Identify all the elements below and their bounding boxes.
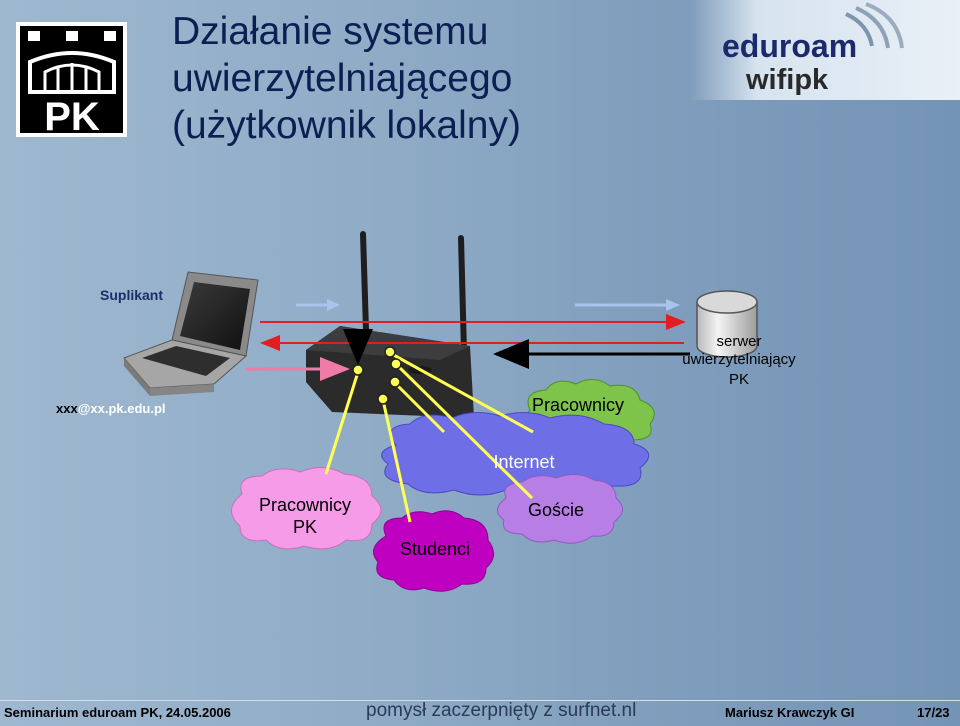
- wifipk-text: wifipk: [745, 64, 829, 96]
- network-links: [324, 346, 534, 523]
- logo-background: [690, 0, 960, 100]
- cloud-studenci: [373, 510, 494, 592]
- pk-logo: PK: [16, 22, 127, 139]
- pk-logo-text: PK: [44, 95, 100, 139]
- cloud-pracownicy-pk-label-line1: Pracownicy: [259, 495, 351, 515]
- cloud-studenci-label: Studenci: [400, 539, 470, 559]
- eduroam-logo: eduroam wifipk: [722, 2, 904, 96]
- cloud-goscie-label: Goście: [528, 500, 584, 520]
- network-diagram: PK eduroam wifipk: [16, 2, 904, 592]
- footer-page-number: 17/23: [917, 705, 950, 720]
- cloud-internet: [381, 412, 650, 496]
- cloud-pracownicy-pk: [231, 467, 382, 550]
- footer-seminar-info: Seminarium eduroam PK, 24.05.2006: [4, 705, 231, 720]
- cloud-pracownicy-top-label: Pracownicy: [532, 395, 624, 415]
- footer-source-note: pomysł zaczerpnięty z surfnet.nl: [366, 700, 637, 721]
- cloud-goscie: [497, 474, 623, 544]
- router-icon: [306, 231, 474, 418]
- laptop-icon: [123, 271, 259, 396]
- server-label-line3: PK: [729, 371, 749, 388]
- eduroam-text: eduroam: [722, 28, 857, 64]
- server-label-line1: serwer: [716, 333, 761, 350]
- slide-footer: Seminarium eduroam PK, 24.05.2006 pomysł…: [0, 700, 960, 726]
- database-server-icon: [696, 290, 758, 358]
- cloud-internet-label: Internet: [493, 452, 554, 472]
- footer-author: Mariusz Krawczyk GI: [725, 705, 855, 720]
- slide-title: Działanie systemu uwierzytelniającego (u…: [172, 10, 521, 147]
- user-id-label: xxx@xx.pk.edu.pl: [56, 401, 166, 416]
- supplicant-label: Suplikant: [100, 287, 163, 303]
- footer-divider: [0, 700, 960, 701]
- cloud-pracownicy-pk-label-line2: PK: [293, 517, 317, 537]
- server-label-line2: uwierzytelniający: [682, 351, 796, 368]
